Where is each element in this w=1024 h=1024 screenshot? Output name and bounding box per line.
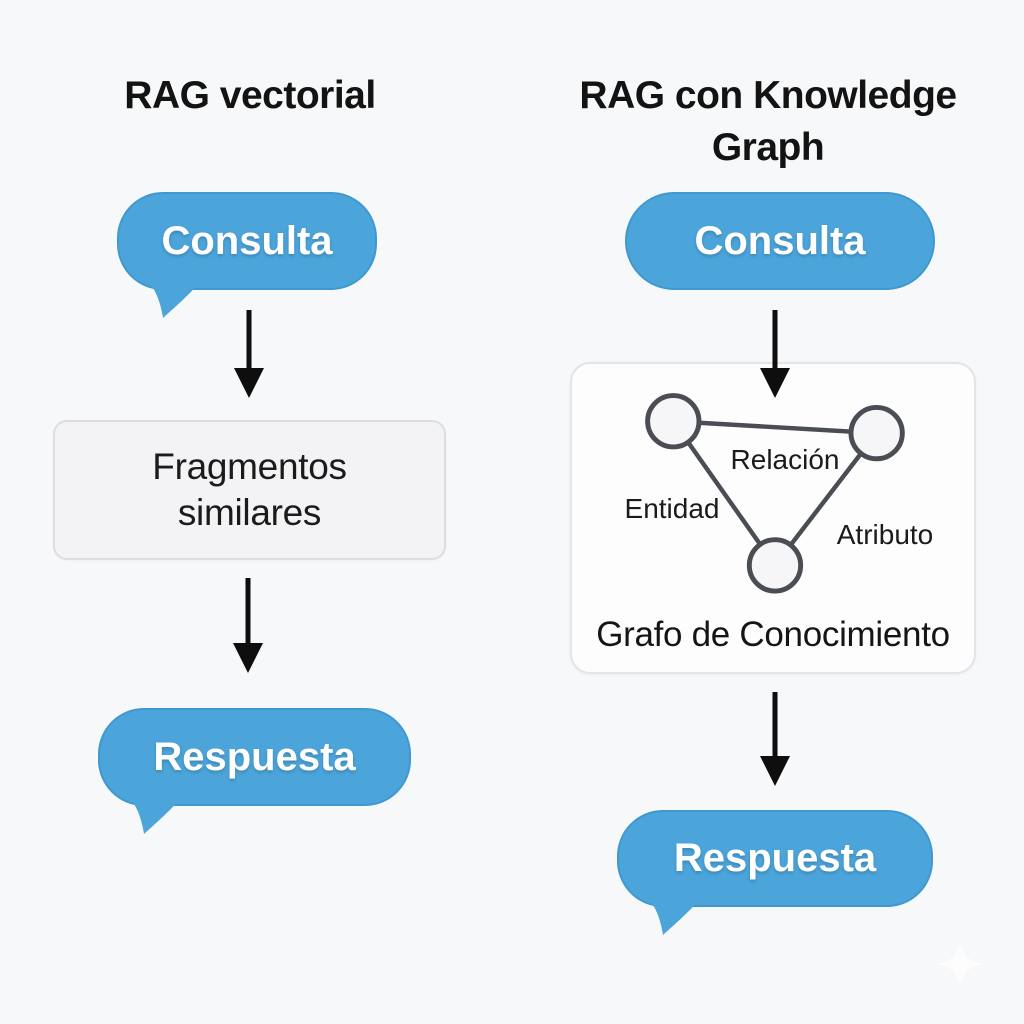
answer-bubble-right-label: Respuesta [673,836,877,880]
query-bubble-left-label: Consulta [161,218,333,263]
similar-fragments-box: Fragmentos similares [53,420,446,560]
arrow-down-icon [760,310,790,398]
similar-fragments-label: Fragmentos similares [152,446,347,533]
arrow-down-icon [234,310,264,398]
answer-bubble-right: Respuesta [617,810,933,935]
arrow-down-icon [760,692,790,786]
entity-label: Entidad [624,493,720,524]
relation-label: Relación [730,444,840,475]
sparkle-watermark-icon [936,940,984,988]
speech-tail-icon [132,801,178,834]
triangle-graph-icon [645,393,905,594]
query-bubble-right: Consulta [625,192,935,290]
left-column-title: RAG vectorial [124,74,376,117]
attribute-label: Atributo [836,519,934,550]
answer-bubble-left-label: Respuesta [153,734,356,779]
knowledge-graph-box: Relación Entidad Atributo Grafo de Conoc… [570,362,976,674]
query-bubble-left: Consulta [117,192,377,318]
query-bubble-right-label: Consulta [694,218,866,263]
arrow-down-icon [233,578,263,673]
right-column-title: RAG con Knowledge Graph [579,74,957,169]
answer-bubble-left: Respuesta [98,708,411,834]
speech-tail-icon [151,285,197,318]
knowledge-graph-caption: Grafo de Conocimiento [596,615,950,654]
speech-tail-icon [651,902,697,935]
